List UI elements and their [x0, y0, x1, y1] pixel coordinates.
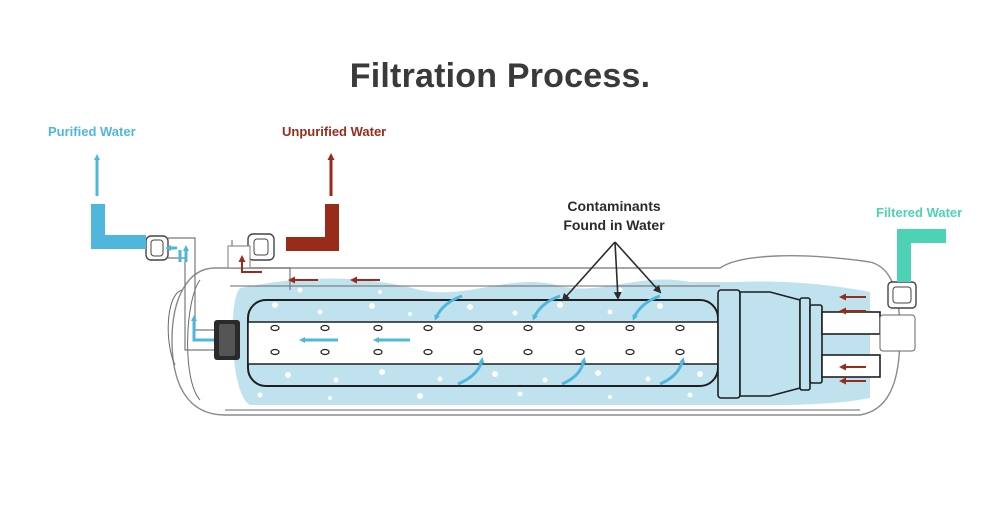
contaminants-label-line-2: Found in Water — [563, 217, 665, 233]
filtered-water-label: Filtered Water — [876, 205, 963, 220]
contaminants-pointer — [561, 241, 662, 302]
permeate-curved-arrows — [434, 294, 686, 386]
contaminants-label: Contaminants Found in Water — [548, 197, 680, 235]
contaminants-label-line-1: Contaminants — [567, 198, 661, 214]
membrane-core — [247, 287, 719, 400]
left-connector — [167, 289, 240, 366]
purified-water-pipe — [91, 204, 146, 249]
unpurified-water-pipe — [286, 204, 339, 251]
purified-fitting — [145, 235, 214, 351]
unpurified-water-label: Unpurified Water — [282, 124, 387, 139]
purified-flow-arrows — [165, 245, 410, 343]
diagram-title: Filtration Process. — [349, 57, 651, 95]
inlet-arrows — [839, 293, 866, 385]
purified-water-label: Purified Water — [48, 124, 136, 139]
right-end-cap — [717, 289, 881, 399]
reject-flow-arrows — [238, 255, 380, 284]
filtered-water-pipe — [897, 229, 946, 282]
